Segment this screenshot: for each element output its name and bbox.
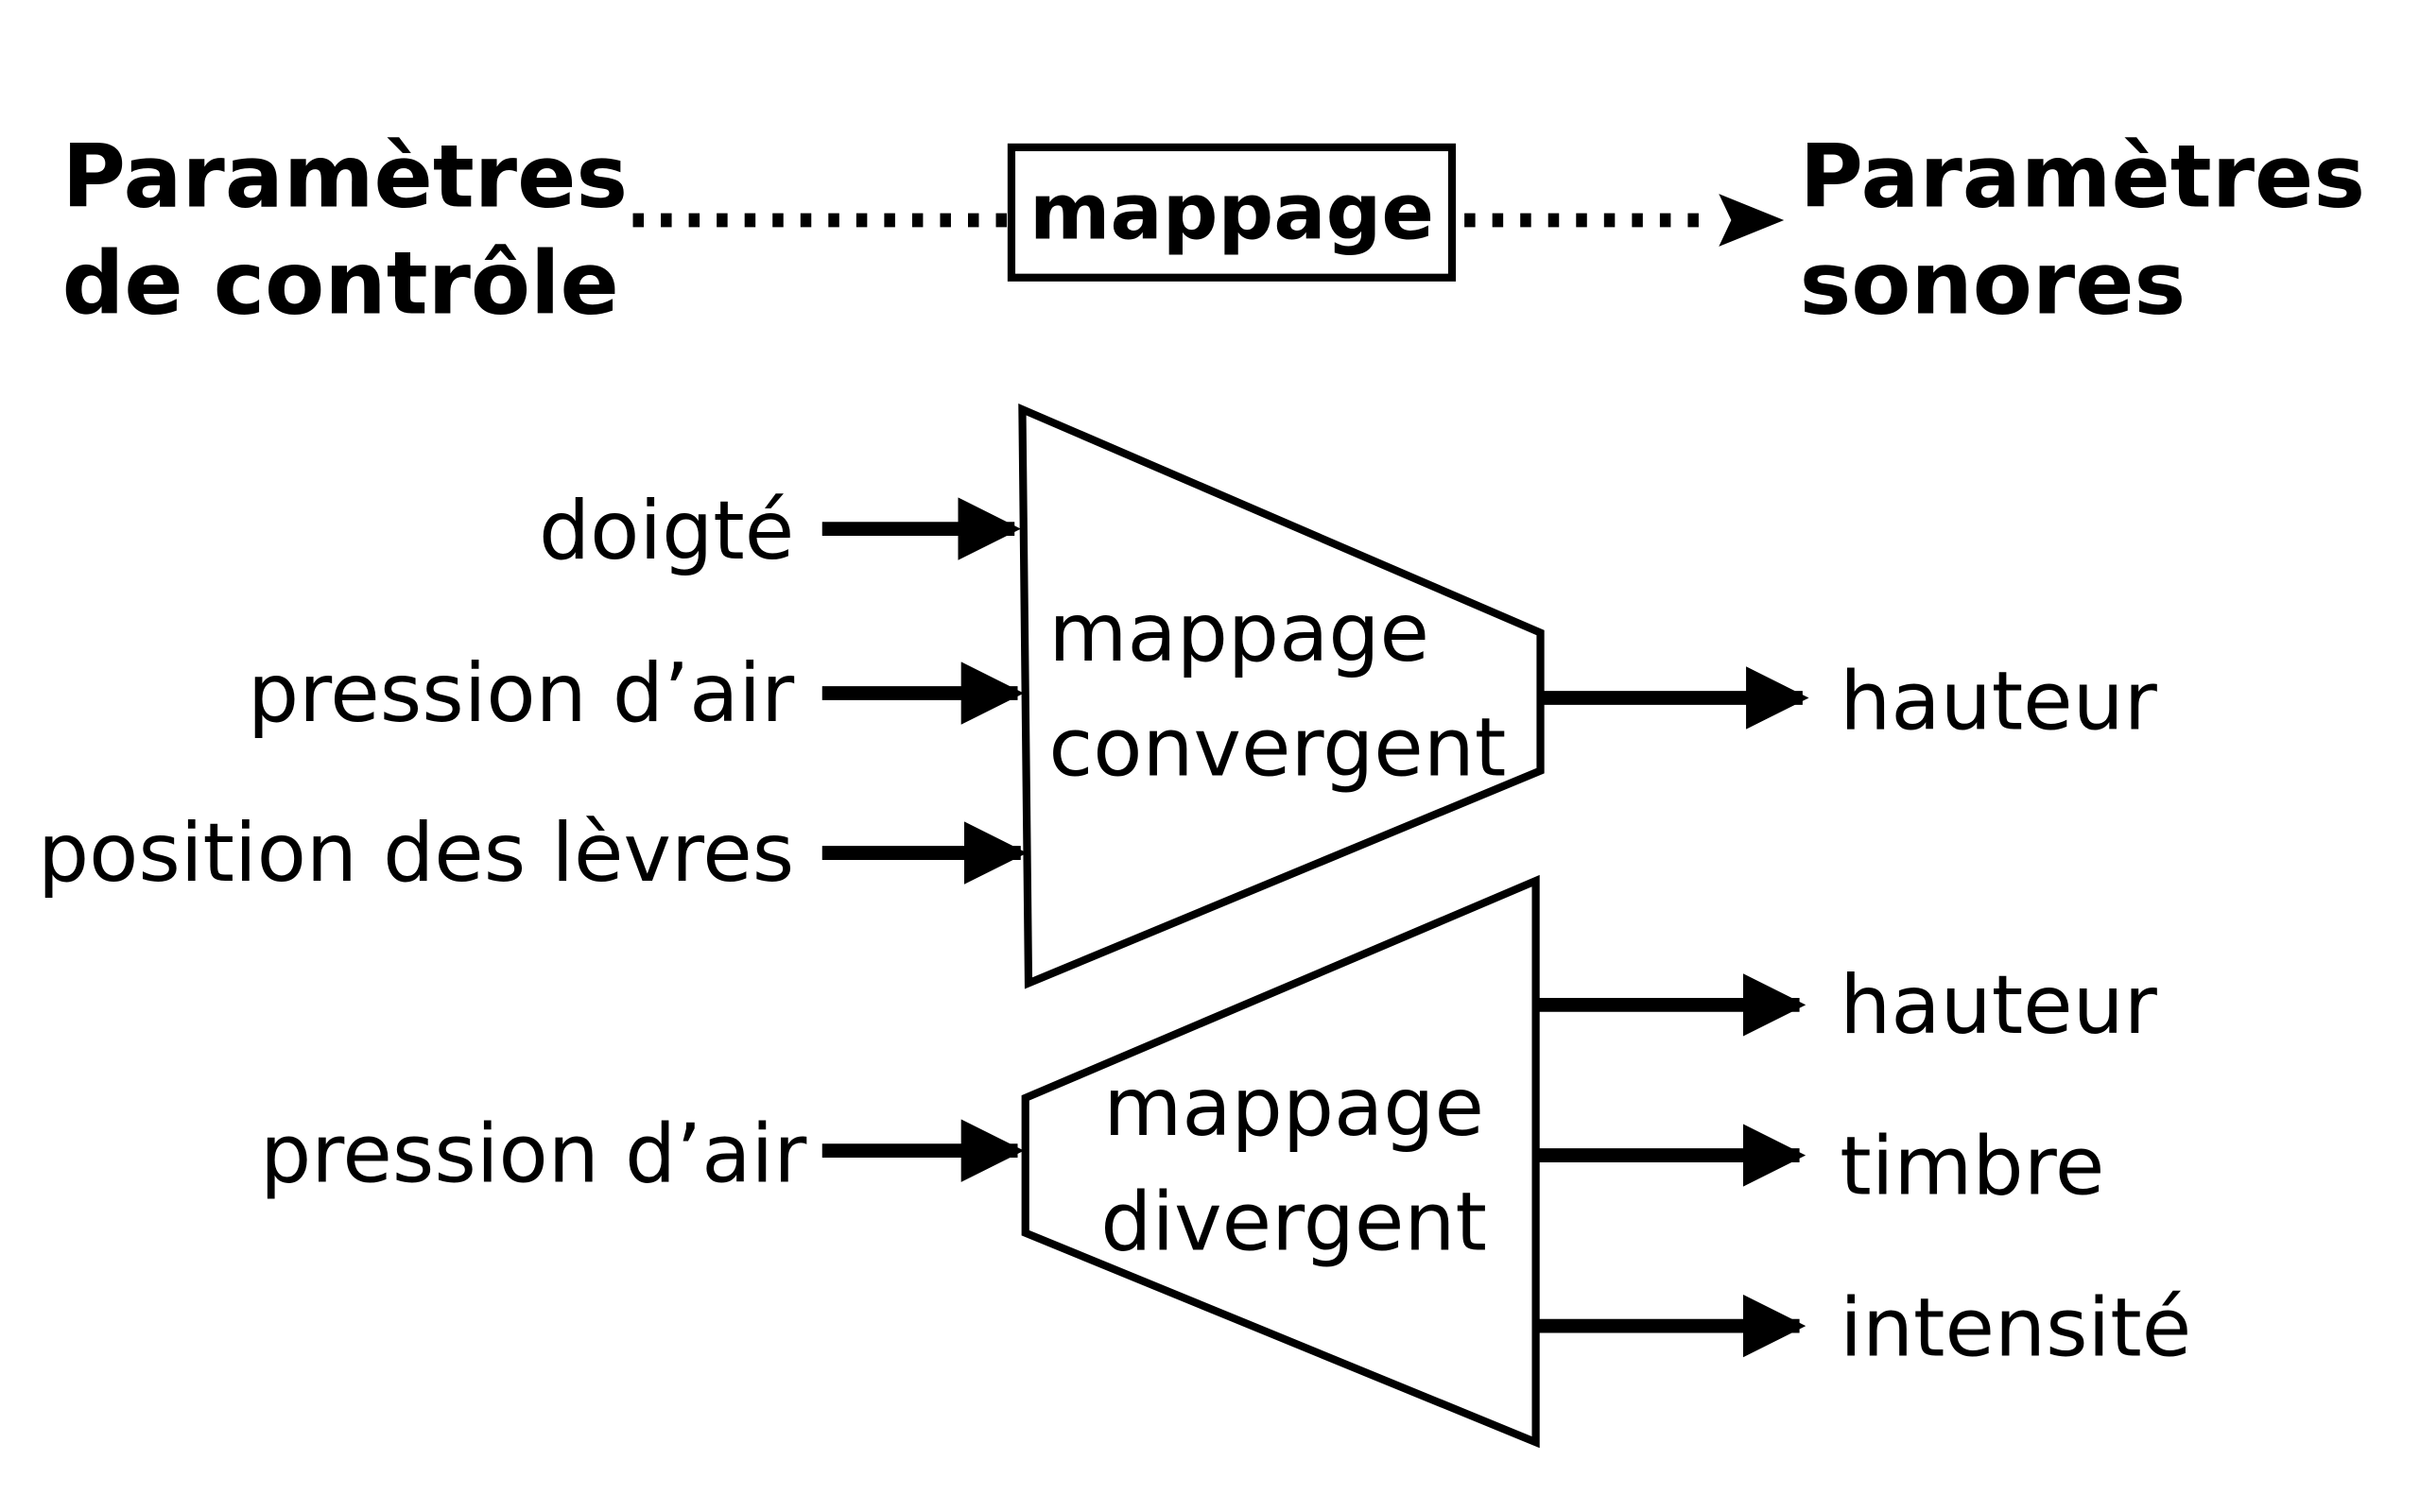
convergent-output-label-hauteur: hauteur xyxy=(1840,655,2157,748)
convergent-input-label-doigte: doigté xyxy=(539,485,794,578)
divergent-mapping-label-line1: mappage xyxy=(1103,1061,1484,1155)
divergent-mapping-trapezoid xyxy=(1021,874,1540,1449)
divergent-input-label-pression-air: pression d’air xyxy=(260,1108,807,1201)
mapping-box-label: mappage xyxy=(1029,168,1434,258)
mapping-box xyxy=(1007,143,1457,282)
divergent-output-label-intensite: intensité xyxy=(1840,1281,2191,1375)
sound-params-title-line2: sonores xyxy=(1800,232,2187,334)
convergent-mapping-label-line2: convergent xyxy=(1048,702,1506,796)
control-params-title-line2: de contrôle xyxy=(62,232,619,334)
sound-params-title-line1: Paramètres xyxy=(1800,126,2365,227)
convergent-mapping-trapezoid xyxy=(1018,403,1545,989)
convergent-mapping-label-line1: mappage xyxy=(1048,587,1429,680)
dotted-connector-arrowhead xyxy=(1719,194,1785,247)
convergent-input-label-pression-air: pression d’air xyxy=(248,647,795,741)
divergent-output-label-hauteur: hauteur xyxy=(1840,959,2157,1053)
divergent-mapping-label-line2: divergent xyxy=(1100,1177,1487,1270)
divergent-output-label-timbre: timbre xyxy=(1840,1121,2104,1214)
control-params-title-line1: Paramètres xyxy=(62,126,628,227)
convergent-input-label-position-levres: position des lèvres xyxy=(38,807,794,901)
